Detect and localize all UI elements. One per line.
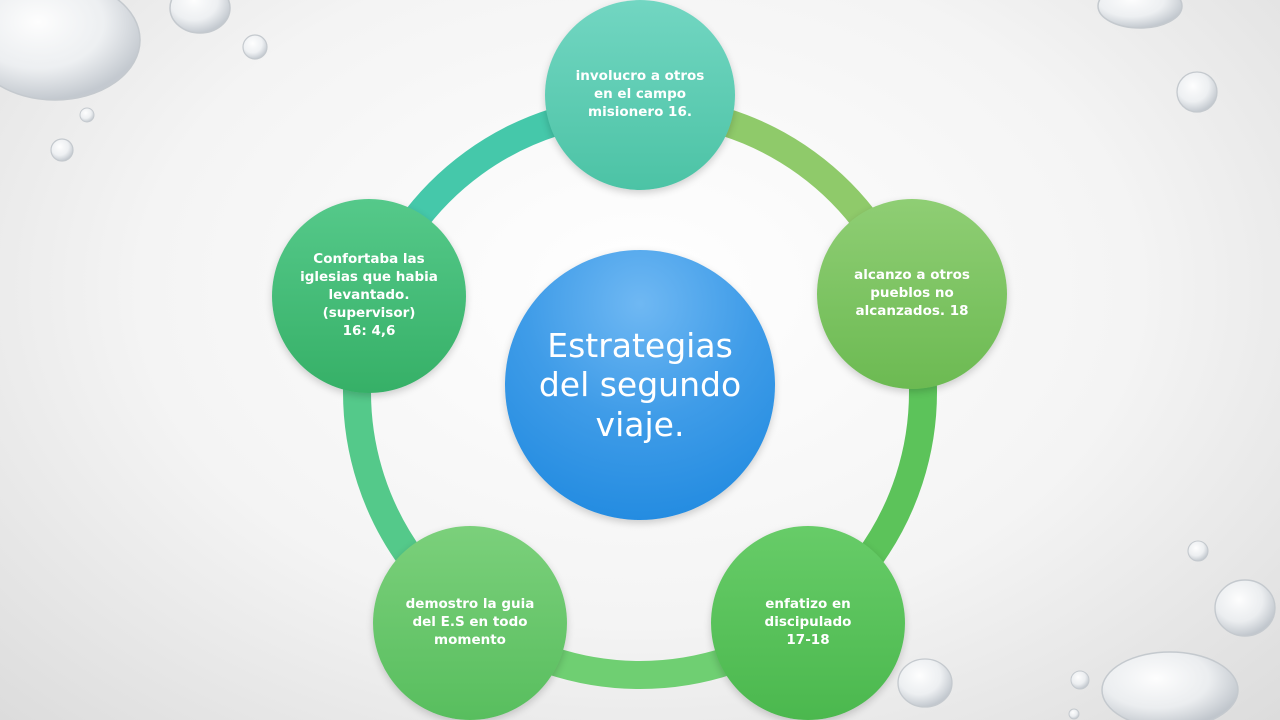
cycle-node-label: demostro la guia del E.S en todo momento: [405, 596, 535, 648]
cycle-node-enfatizo: enfatizo en discipulado 17-18: [711, 526, 905, 720]
center-node: Estrategias del segundo viaje.: [505, 250, 775, 520]
drop-icon: [1068, 708, 1080, 720]
cycle-node-label: enfatizo en discipulado 17-18: [764, 596, 852, 648]
drop-icon: [897, 658, 953, 708]
center-node-label: Estrategias del segundo viaje.: [538, 325, 742, 444]
drop-icon: [0, 0, 141, 101]
cycle-node-label: alcanzo a otros pueblos no alcanzados. 1…: [854, 267, 970, 319]
drop-icon: [1214, 579, 1276, 637]
drop-icon: [169, 0, 231, 34]
drop-icon: [79, 107, 95, 123]
cycle-node-alcanzo: alcanzo a otros pueblos no alcanzados. 1…: [817, 199, 1007, 389]
drop-icon: [1097, 0, 1183, 29]
cycle-node-involucro: involucro a otros en el campo misionero …: [545, 0, 735, 190]
cycle-node-demostro: demostro la guia del E.S en todo momento: [373, 526, 567, 720]
cycle-node-confortaba: Confortaba las iglesias que habia levant…: [272, 199, 466, 393]
cycle-node-label: Confortaba las iglesias que habia levant…: [300, 251, 438, 339]
cycle-node-label: involucro a otros en el campo misionero …: [575, 68, 705, 120]
drop-icon: [1187, 540, 1209, 562]
drop-icon: [1101, 651, 1239, 720]
drop-icon: [242, 34, 268, 60]
drop-icon: [1176, 71, 1218, 113]
drop-icon: [1070, 670, 1090, 690]
drop-icon: [50, 138, 74, 162]
